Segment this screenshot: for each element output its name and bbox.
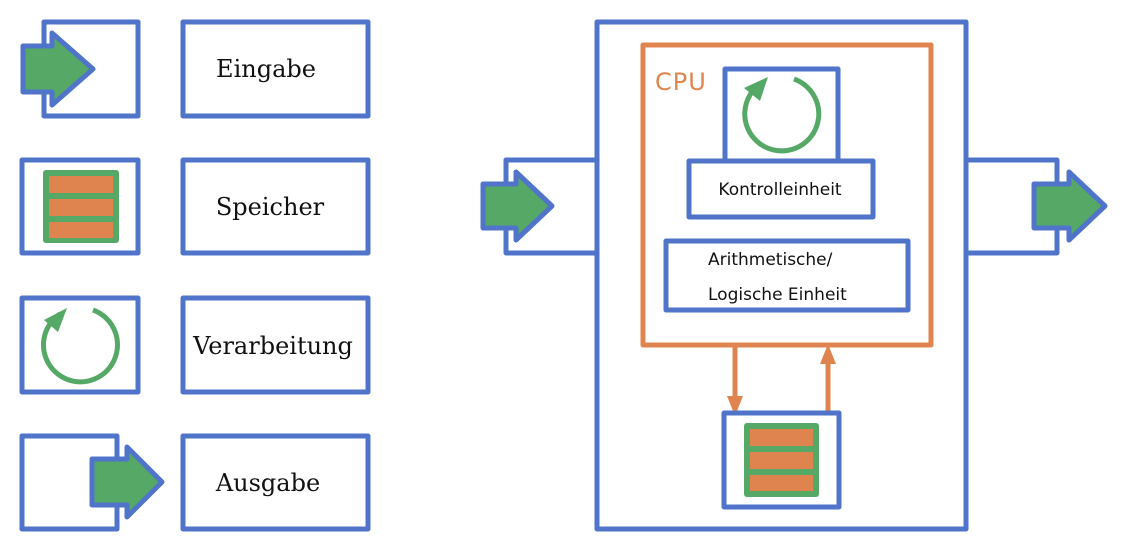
legend-label-processing: Verarbeitung	[192, 332, 353, 360]
legend-item-memory: Speicher	[19, 157, 371, 256]
processing-icon-box	[19, 295, 141, 395]
legend-item-processing: Verarbeitung	[19, 295, 371, 395]
legend-item-output: Ausgabe	[19, 433, 371, 532]
computer-input-arrow-icon	[480, 169, 555, 243]
processing-label-box	[180, 295, 371, 395]
bus-up-arrow	[820, 344, 836, 413]
output-label-box	[180, 433, 371, 532]
legend-label-memory: Speicher	[216, 193, 325, 221]
alu-label-line1: Arithmetische/	[708, 250, 833, 270]
legend-label-output: Ausgabe	[215, 469, 320, 497]
control-cycle-icon	[742, 76, 822, 154]
input-label-box	[180, 19, 371, 119]
bus-down-arrow	[727, 345, 743, 416]
output-arrow-icon	[89, 444, 165, 520]
memory-label-box	[180, 157, 371, 256]
control-unit-box	[686, 158, 876, 220]
input-arrow-icon	[20, 30, 96, 108]
computer-output-arrow-icon	[1031, 169, 1108, 243]
cycle-icon	[41, 307, 120, 385]
cpu-label: CPU	[655, 68, 707, 96]
legend-label-input: Eingabe	[216, 55, 316, 83]
alu-label-line2: Logische Einheit	[708, 285, 847, 305]
memory-icon	[43, 170, 119, 243]
control-unit-label: Kontrolleinheit	[718, 180, 842, 200]
main-memory-icon	[744, 423, 819, 497]
legend-item-input: Eingabe	[20, 19, 371, 119]
alu-box	[663, 238, 911, 313]
